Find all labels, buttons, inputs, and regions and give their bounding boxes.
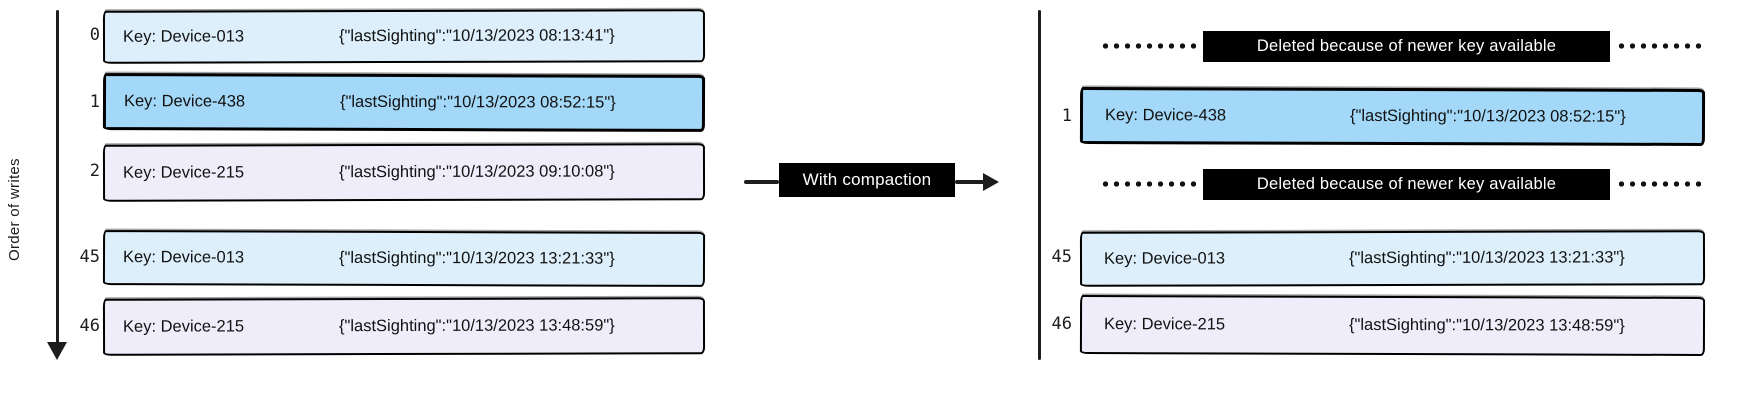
deleted-dotted-line	[1616, 181, 1706, 187]
record-value: {"lastSighting":"10/13/2023 13:48:59"}	[338, 316, 615, 336]
log-record-row: Key: Device-438 {"lastSighting":"10/13/2…	[102, 73, 706, 132]
record-value: {"lastSighting":"10/13/2023 13:21:33"}	[1348, 248, 1625, 268]
log-record-row: Key: Device-215 {"lastSighting":"10/13/2…	[102, 143, 706, 202]
record-value: {"lastSighting":"10/13/2023 13:48:59"}	[1348, 315, 1625, 335]
record-key: Key: Device-215	[122, 163, 245, 182]
compacted-log-axis-line	[1038, 10, 1041, 360]
offset-label: 2	[89, 161, 100, 181]
offset-label: 1	[1061, 106, 1072, 126]
record-key: Key: Device-013	[122, 248, 245, 267]
log-record-row: Key: Device-013 {"lastSighting":"10/13/2…	[102, 230, 706, 287]
offset-label: 45	[79, 247, 100, 267]
log-record-row: Key: Device-215 {"lastSighting":"10/13/2…	[102, 297, 706, 356]
record-key: Key: Device-013	[122, 27, 245, 46]
compaction-arrow-line	[955, 180, 985, 184]
record-key: Key: Device-013	[1103, 249, 1226, 268]
record-key: Key: Device-215	[1103, 315, 1226, 334]
offset-label: 46	[79, 316, 100, 336]
log-record-row: Key: Device-013 {"lastSighting":"10/13/2…	[1079, 230, 1706, 287]
deleted-marker-label: Deleted because of newer key available	[1203, 169, 1610, 200]
compaction-arrowhead-icon	[983, 173, 999, 191]
log-record-row: Key: Device-215 {"lastSighting":"10/13/2…	[1079, 295, 1706, 356]
record-value: {"lastSighting":"10/13/2023 13:21:33"}	[338, 248, 615, 268]
deleted-dotted-line	[1100, 181, 1198, 187]
deleted-dotted-line	[1100, 43, 1198, 49]
record-value: {"lastSighting":"10/13/2023 08:52:15"}	[1349, 106, 1626, 126]
record-key: Key: Device-438	[123, 92, 246, 111]
offset-label: 1	[89, 92, 100, 112]
compaction-arrow-line	[744, 180, 779, 184]
log-record-row: Key: Device-013 {"lastSighting":"10/13/2…	[102, 9, 706, 64]
deleted-marker-label: Deleted because of newer key available	[1203, 31, 1610, 62]
order-of-writes-axis-label: Order of writes	[6, 158, 23, 261]
record-key: Key: Device-215	[122, 317, 245, 336]
log-record-row: Key: Device-438 {"lastSighting":"10/13/2…	[1079, 87, 1706, 146]
axis-arrowhead-down-icon	[47, 342, 67, 360]
record-key: Key: Device-438	[1104, 106, 1227, 125]
record-value: {"lastSighting":"10/13/2023 08:52:15"}	[339, 92, 616, 112]
order-of-writes-axis-line	[56, 10, 59, 344]
record-value: {"lastSighting":"10/13/2023 08:13:41"}	[338, 26, 615, 46]
deleted-dotted-line	[1616, 43, 1706, 49]
with-compaction-label: With compaction	[779, 163, 955, 197]
offset-label: 46	[1051, 314, 1072, 334]
offset-label: 0	[89, 25, 100, 45]
offset-label: 45	[1051, 247, 1072, 267]
record-value: {"lastSighting":"10/13/2023 09:10:08"}	[338, 162, 615, 182]
